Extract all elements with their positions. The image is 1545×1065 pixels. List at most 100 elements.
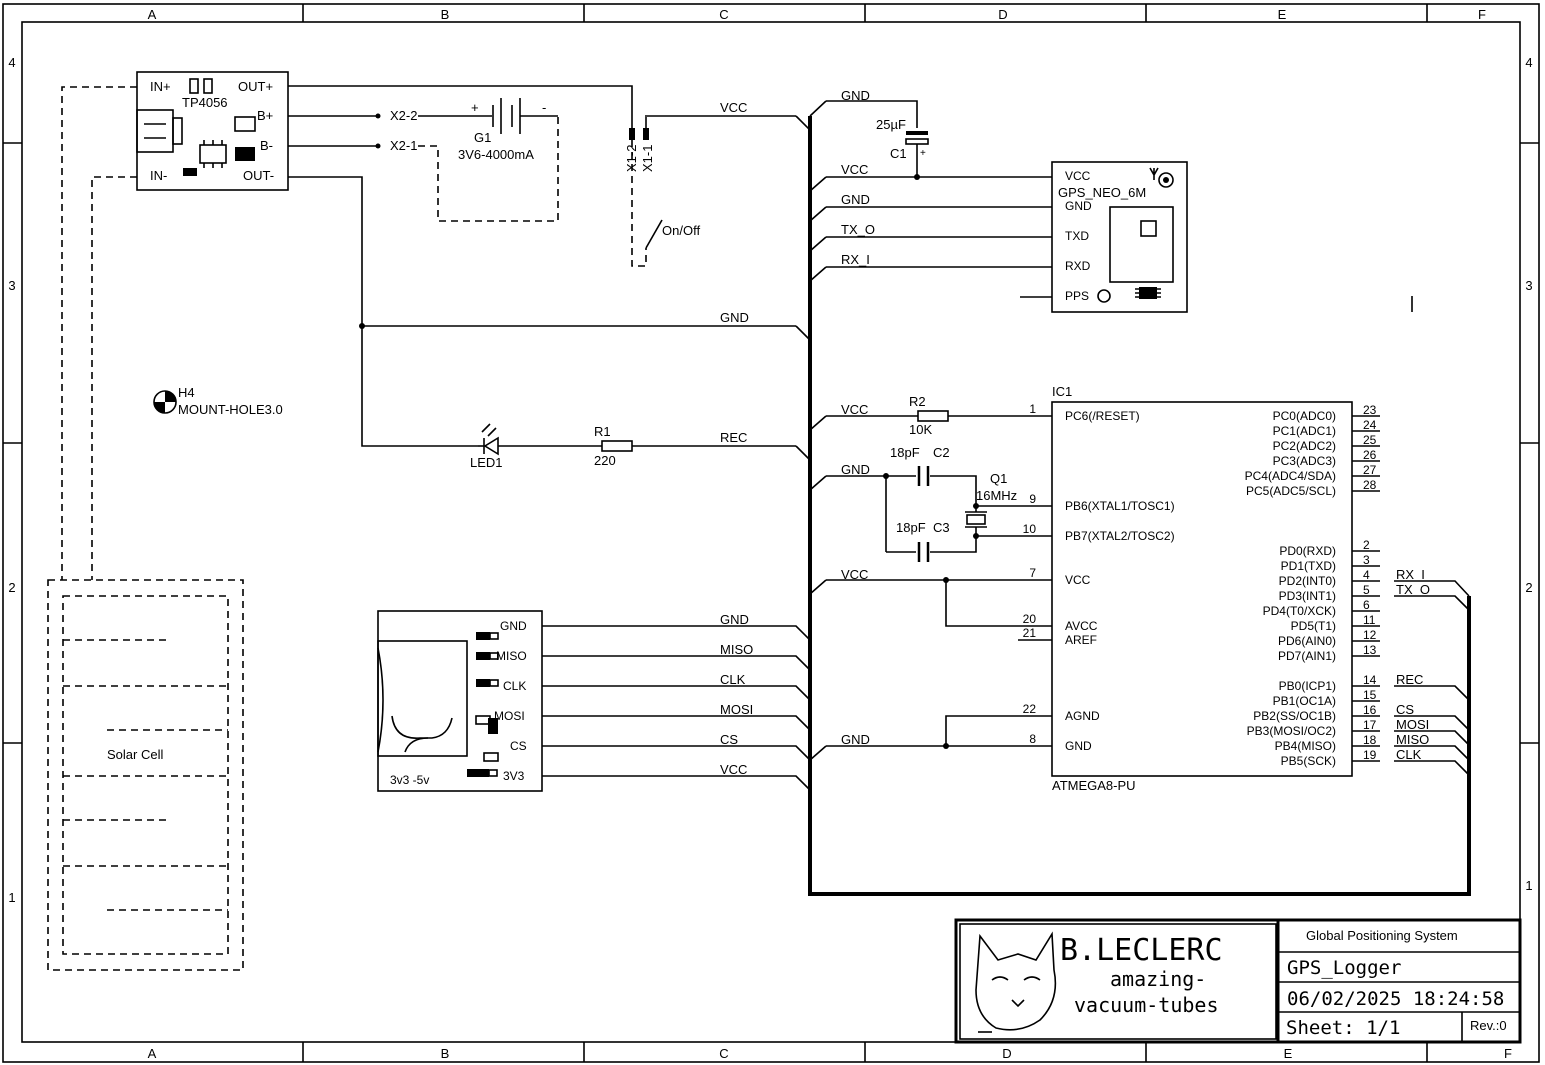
net-label-vcc-mcu: VCC bbox=[841, 567, 868, 582]
solar-cell-label: Solar Cell bbox=[107, 747, 163, 762]
gps-pin-txd: TXD bbox=[1065, 229, 1089, 243]
mcu-right-pin-name-27: PC4(ADC4/SDA) bbox=[1245, 469, 1336, 483]
switch-pin-x1-1: X1-1 bbox=[640, 145, 655, 172]
title-block: B.LECLERC amazing- vacuum-tubes Global P… bbox=[954, 918, 1522, 1044]
net-label-miso-mcu: MISO bbox=[1396, 732, 1429, 747]
net-label-vcc-r2: VCC bbox=[841, 402, 868, 417]
net-label-clk-mcu: CLK bbox=[1396, 747, 1422, 762]
col-label-e-top: E bbox=[1278, 7, 1287, 22]
row-label-3-left: 3 bbox=[8, 278, 15, 293]
battery-g1[interactable]: X2-2 + - G1 3V6-4000mA X2-1 bbox=[288, 98, 559, 222]
crystal-ref: Q1 bbox=[990, 471, 1007, 486]
col-label-d-bottom: D bbox=[1002, 1046, 1011, 1061]
r2-ref: R2 bbox=[909, 394, 926, 409]
r2-resistor[interactable]: VCC R2 10K bbox=[809, 394, 1052, 437]
mcu-left-pin-num-20: 20 bbox=[1023, 612, 1037, 626]
row-label-1-right: 1 bbox=[1525, 878, 1532, 893]
col-label-b-bottom: B bbox=[441, 1046, 450, 1061]
r2-value: 10K bbox=[909, 422, 932, 437]
mcu-right-pin-name-5: PD3(INT1) bbox=[1279, 589, 1336, 603]
author-tagline-2: vacuum-tubes bbox=[1074, 993, 1219, 1017]
sd-pin-clk: CLK bbox=[503, 679, 526, 693]
mcu-right-pin-name-15: PB1(OC1A) bbox=[1273, 694, 1336, 708]
tp4056-module[interactable]: IN+ OUT+ B+ B- IN- OUT- TP4056 bbox=[136, 71, 289, 191]
project-description: Global Positioning System bbox=[1306, 928, 1458, 943]
mcu-right-pin-name-17: PB3(MOSI/OC2) bbox=[1247, 724, 1336, 738]
net-label-vcc-sd: VCC bbox=[720, 762, 747, 777]
led1-ref: LED1 bbox=[470, 455, 503, 470]
mcu-left-pin-name-21: AREF bbox=[1065, 633, 1097, 647]
mcu-right-pin-num-4: 4 bbox=[1363, 568, 1370, 582]
solar-cell[interactable]: Solar Cell bbox=[47, 86, 244, 971]
net-label-rx-i-gps: RX_I bbox=[841, 252, 870, 267]
bus-entries: VCC GND REC bbox=[645, 100, 811, 445]
c1-ref: C1 bbox=[890, 146, 907, 161]
mcu-value: ATMEGA8-PU bbox=[1052, 778, 1136, 793]
mcu-power-wiring: VCC GND bbox=[809, 567, 1052, 761]
net-label-gnd-charger: GND bbox=[720, 310, 749, 325]
mcu-right-pin-num-2: 2 bbox=[1363, 538, 1370, 552]
drawing-frame: A B C D E F A B C D E F 4 3 2 1 4 3 2 1 bbox=[2, 3, 1540, 1063]
mcu-right-pin-name-18: PB4(MISO) bbox=[1275, 739, 1336, 753]
sd-pin-mosi: MOSI bbox=[494, 709, 525, 723]
project-datetime: 06/02/2025 18:24:58 bbox=[1287, 988, 1504, 1010]
r1-ref: R1 bbox=[594, 424, 611, 439]
power-switch[interactable]: X1-2 X1-1 On/Off bbox=[288, 85, 700, 267]
sd-pin-cs: CS bbox=[510, 739, 527, 753]
net-label-mosi-sd: MOSI bbox=[720, 702, 753, 717]
battery-value: 3V6-4000mA bbox=[458, 147, 534, 162]
net-label-rx-i-mcu: RX_I bbox=[1396, 567, 1425, 582]
mcu-left-pin-name-20: AVCC bbox=[1065, 619, 1098, 633]
mcu-right-pin-name-12: PD6(AIN0) bbox=[1278, 634, 1336, 648]
mount-hole-h4[interactable]: H4 MOUNT-HOLE3.0 bbox=[153, 385, 283, 417]
mcu-left-pin-num-7: 7 bbox=[1029, 566, 1036, 580]
mcu-left-pin-name-9: PB6(XTAL1/TOSC1) bbox=[1065, 499, 1175, 513]
col-label-a-top: A bbox=[148, 7, 157, 22]
mcu-right-pin-name-6: PD4(T0/XCK) bbox=[1263, 604, 1336, 618]
c1-plus: + bbox=[920, 148, 926, 159]
mcu-right-pins: 23PC0(ADC0)24PC1(ADC1)25PC2(ADC2)26PC3(A… bbox=[1245, 403, 1380, 768]
signal-bus bbox=[808, 100, 1471, 896]
col-label-f-bottom: F bbox=[1504, 1046, 1512, 1061]
gps-pin-rxd: RXD bbox=[1065, 259, 1091, 273]
mcu-right-pin-num-14: 14 bbox=[1363, 673, 1377, 687]
gps-pin-vcc: VCC bbox=[1065, 169, 1091, 183]
mcu-right-pin-name-25: PC2(ADC2) bbox=[1273, 439, 1336, 453]
mcu-right-pin-num-17: 17 bbox=[1363, 718, 1377, 732]
net-label-tx-o-mcu: TX_O bbox=[1396, 582, 1430, 597]
row-label-2-right: 2 bbox=[1525, 580, 1532, 595]
col-label-e-bottom: E bbox=[1284, 1046, 1293, 1061]
tp4056-b-plus-label: B+ bbox=[257, 108, 273, 123]
tp4056-in-minus-label: IN- bbox=[150, 168, 167, 183]
c3-value: 18pF bbox=[896, 520, 926, 535]
net-label-mosi-mcu: MOSI bbox=[1396, 717, 1429, 732]
mcu-right-pin-name-28: PC5(ADC5/SCL) bbox=[1246, 484, 1336, 498]
c1-capacitor[interactable]: 25µF C1 + GND bbox=[826, 88, 929, 180]
author-tagline-1: amazing- bbox=[1110, 967, 1206, 991]
net-label-gnd-gps: GND bbox=[841, 192, 870, 207]
col-label-c-bottom: C bbox=[719, 1046, 728, 1061]
mcu-right-pin-num-13: 13 bbox=[1363, 643, 1377, 657]
col-label-b-top: B bbox=[441, 7, 450, 22]
mcu-right-pin-num-27: 27 bbox=[1363, 463, 1377, 477]
author-name: B.LECLERC bbox=[1060, 933, 1223, 968]
sd-card-module[interactable]: GND MISO CLK MOSI CS 3V3 3v3 -5v bbox=[377, 610, 543, 792]
mcu-left-pin-num-1: 1 bbox=[1029, 402, 1036, 416]
battery-x2-1-label: X2-1 bbox=[390, 138, 417, 153]
sd-pin-gnd: GND bbox=[500, 619, 527, 633]
tp4056-out-plus-label: OUT+ bbox=[238, 79, 273, 94]
gps-wiring: VCC GND TX_O RX_I bbox=[809, 162, 1052, 298]
project-name: GPS_Logger bbox=[1287, 957, 1401, 979]
net-label-rec-led: REC bbox=[720, 430, 747, 445]
gps-pin-pps: PPS bbox=[1065, 289, 1089, 303]
mcu-right-pin-num-25: 25 bbox=[1363, 433, 1377, 447]
gps-neo-6m-module[interactable]: GPS_NEO_6M VCC GND TXD RXD PPS bbox=[1051, 161, 1188, 313]
mcu-right-pin-name-19: PB5(SCK) bbox=[1281, 754, 1336, 768]
crystal-circuit[interactable]: GND 18pF C2 18pF C3 Q1 16MHz bbox=[809, 445, 1052, 562]
mcu-ref: IC1 bbox=[1052, 384, 1072, 399]
battery-ref: G1 bbox=[474, 130, 491, 145]
led1-r1-branch[interactable]: LED1 R1 220 bbox=[470, 423, 811, 470]
mcu-right-pin-num-19: 19 bbox=[1363, 748, 1377, 762]
